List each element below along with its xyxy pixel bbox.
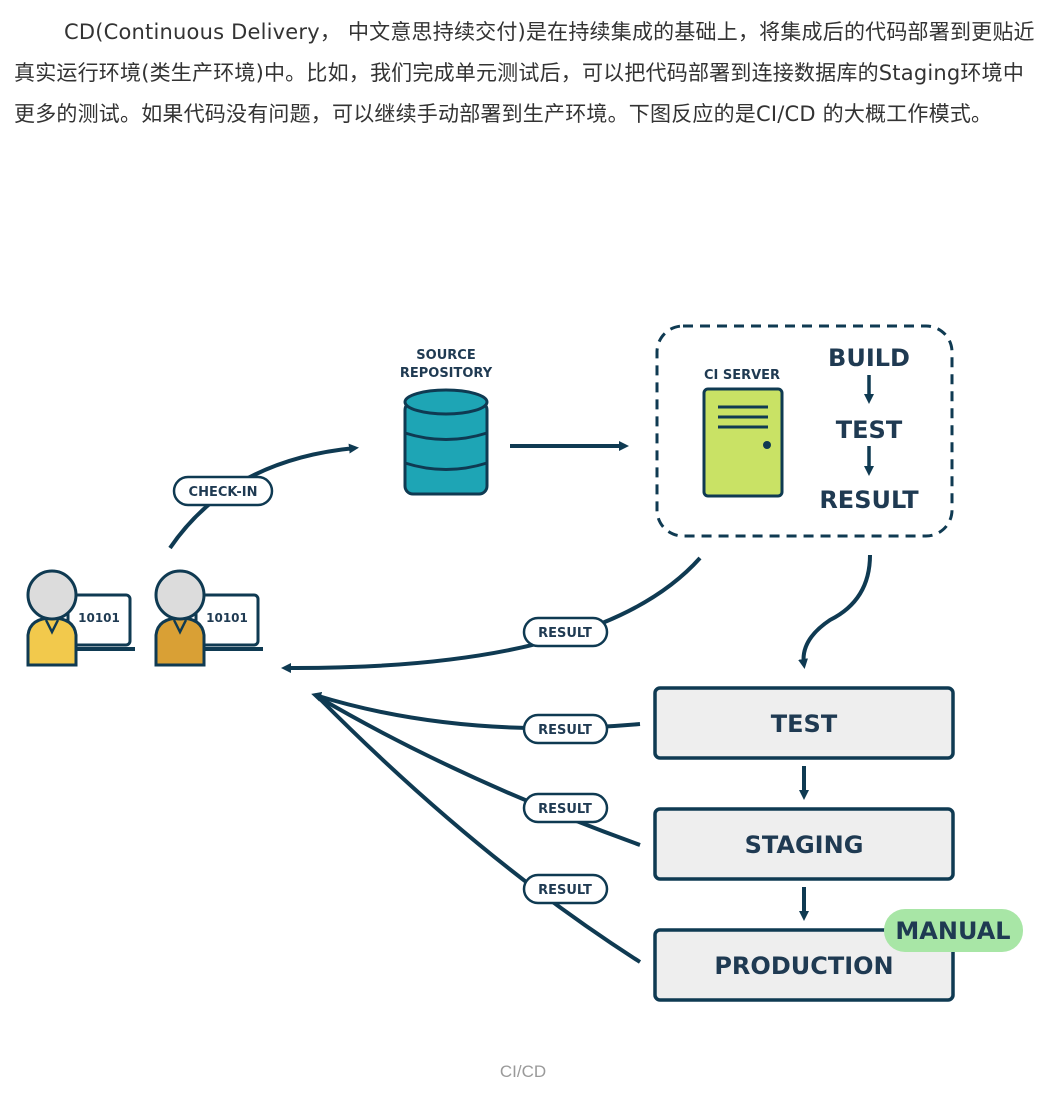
staging-result-badge: RESULT <box>522 792 609 824</box>
intro-paragraph: CD(Continuous Delivery， 中文意思持续交付)是在持续集成的… <box>14 20 1035 126</box>
figure-caption: CI/CD <box>499 1062 547 1081</box>
ci-result-badge: RESULT <box>522 616 609 648</box>
source-label-line2: REPOSITORY <box>400 366 493 381</box>
stage-production-box <box>653 928 955 1002</box>
ci-server-label: CI SERVER <box>704 368 780 383</box>
developer-icon-2: 10101 <box>154 569 263 667</box>
staging-result-arrow <box>316 695 641 847</box>
test-label: TEST <box>836 416 903 444</box>
check-in-label: CHECK-IN <box>172 475 274 507</box>
stage-production-label: PRODUCTION <box>714 952 893 980</box>
developer-1-binary: 10101 <box>78 611 120 625</box>
stage-test-box <box>653 686 955 760</box>
server-icon <box>702 387 784 498</box>
developer-2-binary: 10101 <box>206 611 248 625</box>
build-label: BUILD <box>828 344 910 372</box>
source-label-line1: SOURCE <box>416 348 475 363</box>
result-label: RESULT <box>819 486 919 514</box>
manual-badge: MANUAL <box>884 909 1023 952</box>
check-in-text: CHECK-IN <box>189 485 258 500</box>
production-result-arrow <box>318 697 642 964</box>
production-result-badge: RESULT <box>522 873 609 905</box>
stage-staging-label: STAGING <box>745 831 864 859</box>
ci-result-arrow <box>281 556 702 674</box>
production-result-text: RESULT <box>538 883 592 898</box>
ci-to-test-arrow <box>798 554 872 669</box>
developer-icon-1: 10101 <box>26 569 135 667</box>
manual-text: MANUAL <box>895 917 1010 945</box>
test-result-text: RESULT <box>538 723 592 738</box>
test-result-badge: RESULT <box>522 713 609 745</box>
staging-result-text: RESULT <box>538 802 592 817</box>
ci-cd-diagram: 10101 10101 CHECK-IN SOURCE REPOSITORY C… <box>26 324 1023 1002</box>
ci-server-box <box>655 324 954 538</box>
ci-result-text: RESULT <box>538 626 592 641</box>
database-icon <box>403 388 489 496</box>
stage-test-label: TEST <box>771 710 838 738</box>
stage-staging-box <box>653 807 955 881</box>
